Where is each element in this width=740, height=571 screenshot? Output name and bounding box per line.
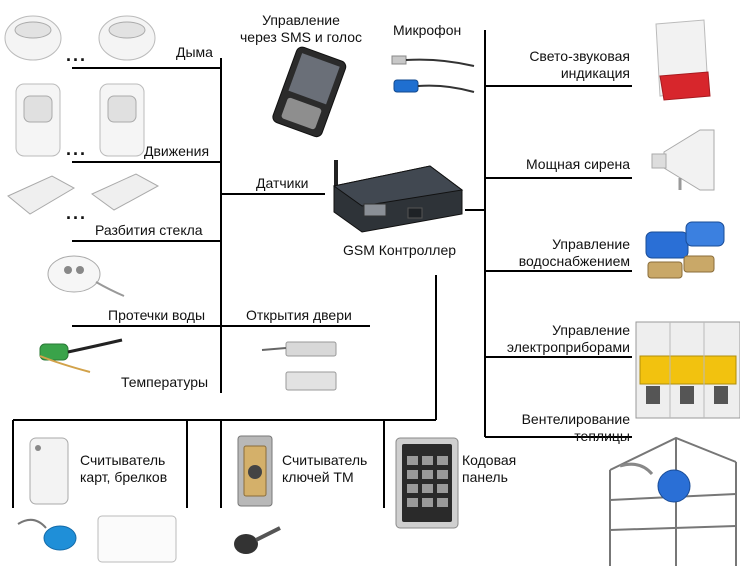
label-electric-line2: электроприборами — [506, 339, 630, 355]
label-vent-line1: Вентелирование — [521, 411, 630, 427]
label-card-reader-line1: Считыватель — [80, 452, 166, 468]
label-smoke: Дыма — [176, 44, 213, 60]
label-water-line2: водоснабжением — [518, 253, 630, 269]
label-keypad: Кодовая панель — [462, 452, 516, 486]
label-card-reader: Считыватель карт, брелков — [80, 452, 167, 486]
label-sms-line2: через SMS и голос — [240, 29, 362, 45]
label-glass-break: Разбития стекла — [95, 222, 203, 238]
label-microphone: Микрофон — [393, 22, 462, 38]
more-dots: ... — [66, 139, 88, 159]
label-water-line1: Управление — [552, 236, 630, 252]
label-motion: Движения — [144, 143, 210, 159]
label-keypad-line2: панель — [462, 469, 508, 485]
label-tm-reader: Считыватель ключей ТМ — [282, 452, 367, 486]
label-sms-control: Управление через SMS и голос — [236, 12, 366, 46]
label-greenhouse-vent: Вентелирование теплицы — [480, 411, 630, 445]
label-light-sound-line2: индикация — [560, 65, 630, 81]
label-temperature: Температуры — [121, 374, 209, 390]
label-sensors: Датчики — [256, 175, 309, 191]
label-water-leak: Протечки воды — [108, 307, 206, 323]
label-door-open: Открытия двери — [246, 307, 352, 323]
label-light-sound-line1: Свето-звуковая — [529, 48, 630, 64]
label-card-reader-line2: карт, брелков — [80, 469, 168, 485]
label-vent-line2: теплицы — [574, 428, 630, 444]
label-tm-reader-line2: ключей ТМ — [282, 469, 354, 485]
label-siren: Мощная сирена — [525, 156, 630, 172]
label-sms-line1: Управление — [262, 12, 340, 28]
label-tm-reader-line1: Считыватель — [282, 452, 368, 468]
label-electric-line1: Управление — [552, 322, 630, 338]
label-keypad-line1: Кодовая — [462, 452, 517, 468]
more-dots: ... — [66, 45, 88, 65]
label-water-control: Управление водоснабжением — [480, 236, 630, 270]
label-light-sound: Свето-звуковая индикация — [490, 48, 630, 82]
label-gsm-controller: GSM Контроллер — [343, 242, 457, 258]
more-dots: ... — [66, 203, 88, 223]
label-electric-control: Управление электроприборами — [480, 322, 630, 356]
